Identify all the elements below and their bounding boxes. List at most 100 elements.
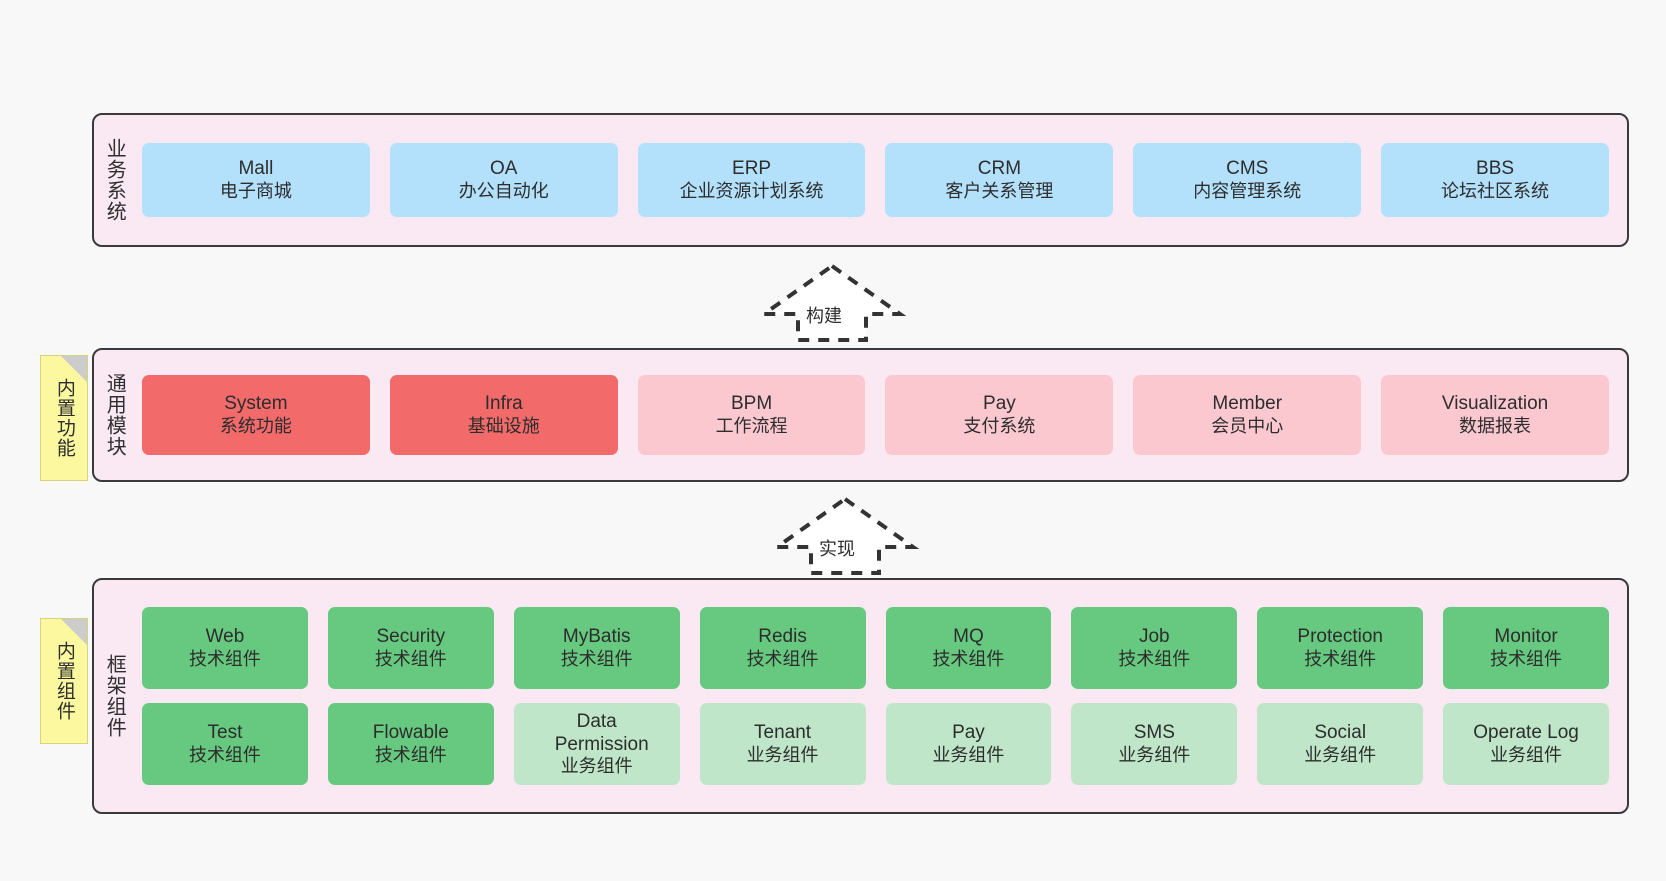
component-subtitle: 办公自动化: [458, 180, 549, 201]
component-subtitle: 系统功能: [219, 415, 292, 436]
component-name: Member: [1212, 393, 1283, 415]
component-subtitle: 技术组件: [932, 648, 1005, 669]
component-name: Operate Log: [1473, 722, 1579, 744]
component-name: Social: [1314, 722, 1367, 744]
component-subtitle: 技术组件: [746, 648, 819, 669]
component-social[interactable]: Social 业务组件: [1257, 703, 1424, 785]
component-name: Job: [1138, 626, 1170, 648]
component-subtitle: 业务组件: [1304, 744, 1377, 765]
layer-title-business-systems: 业务系统: [103, 138, 126, 222]
component-name: Data Permission: [554, 710, 649, 756]
component-name: MQ: [953, 626, 984, 648]
layer-business-systems: 业务系统 Mall 电子商城 OA 办公自动化 ERP 企业资源计划系统 CRM…: [92, 113, 1629, 247]
component-row-technical: Web 技术组件 Security 技术组件 MyBatis 技术组件 Redi…: [142, 607, 1609, 689]
module-member[interactable]: Member 会员中心: [1133, 375, 1362, 455]
component-name: OA: [490, 158, 518, 180]
component-name: Protection: [1297, 626, 1383, 648]
component-subtitle: 业务组件: [1118, 744, 1191, 765]
component-name: Redis: [758, 626, 807, 648]
component-operate-log[interactable]: Operate Log 业务组件: [1443, 703, 1609, 785]
component-subtitle: 技术组件: [374, 744, 447, 765]
component-crm[interactable]: CRM 客户关系管理: [885, 143, 1114, 217]
component-redis[interactable]: Redis 技术组件: [699, 607, 866, 689]
component-name: ERP: [732, 158, 772, 180]
component-subtitle: 业务组件: [560, 756, 633, 777]
component-subtitle: 技术组件: [1490, 648, 1563, 669]
component-sms[interactable]: SMS 业务组件: [1071, 703, 1238, 785]
component-name: Pay: [983, 393, 1016, 415]
component-protection[interactable]: Protection 技术组件: [1257, 607, 1424, 689]
module-pay[interactable]: Pay 支付系统: [885, 375, 1114, 455]
component-mybatis[interactable]: MyBatis 技术组件: [513, 607, 680, 689]
arrow-implement-label: 实现: [819, 539, 855, 559]
component-subtitle: 技术组件: [1304, 648, 1377, 669]
component-subtitle: 业务组件: [746, 744, 819, 765]
component-subtitle: 业务组件: [1490, 744, 1563, 765]
component-name: Security: [376, 626, 446, 648]
component-test[interactable]: Test 技术组件: [142, 703, 308, 785]
arrow-build-label: 构建: [806, 306, 842, 326]
component-name: System: [224, 393, 288, 415]
component-web[interactable]: Web 技术组件: [142, 607, 308, 689]
component-name: Mall: [238, 158, 274, 180]
component-erp[interactable]: ERP 企业资源计划系统: [637, 143, 866, 217]
component-name: Web: [205, 626, 245, 648]
component-subtitle: 技术组件: [560, 648, 633, 669]
component-name: Tenant: [754, 722, 812, 744]
component-flowable[interactable]: Flowable 技术组件: [327, 703, 494, 785]
component-name: Infra: [484, 393, 523, 415]
component-name: Test: [207, 722, 243, 744]
arrow-implement: 实现: [770, 495, 920, 577]
component-subtitle: 业务组件: [932, 744, 1005, 765]
module-bpm[interactable]: BPM 工作流程: [637, 375, 866, 455]
component-data-permission[interactable]: Data Permission 业务组件: [513, 703, 680, 785]
component-name: CMS: [1226, 158, 1269, 180]
module-system[interactable]: System 系统功能: [142, 375, 370, 455]
component-mq[interactable]: MQ 技术组件: [885, 607, 1052, 689]
component-tenant[interactable]: Tenant 业务组件: [699, 703, 866, 785]
component-subtitle: 工作流程: [715, 415, 788, 436]
component-subtitle: 支付系统: [963, 415, 1036, 436]
layer-common-modules: 通用模块 System 系统功能 Infra 基础设施 BPM 工作流程 Pay…: [92, 348, 1629, 482]
component-subtitle: 内容管理系统: [1193, 180, 1302, 201]
component-subtitle: 电子商城: [219, 180, 292, 201]
component-job[interactable]: Job 技术组件: [1071, 607, 1238, 689]
layer-body-business-systems: Mall 电子商城 OA 办公自动化 ERP 企业资源计划系统 CRM 客户关系…: [134, 115, 1627, 245]
component-bbs[interactable]: BBS 论坛社区系统: [1381, 143, 1609, 217]
component-monitor[interactable]: Monitor 技术组件: [1443, 607, 1609, 689]
component-subtitle: 论坛社区系统: [1441, 180, 1550, 201]
component-cms[interactable]: CMS 内容管理系统: [1133, 143, 1362, 217]
component-subtitle: 技术组件: [188, 648, 261, 669]
component-name: BBS: [1476, 158, 1515, 180]
component-name: Pay: [952, 722, 985, 744]
component-name: MyBatis: [562, 626, 631, 648]
note-builtin-components: 内置组件: [40, 618, 88, 744]
component-subtitle: 会员中心: [1211, 415, 1284, 436]
component-name: Flowable: [372, 722, 449, 744]
component-name: Visualization: [1441, 393, 1549, 415]
layer-title-common-modules: 通用模块: [103, 373, 126, 457]
component-name: CRM: [977, 158, 1022, 180]
arrow-build: 构建: [757, 262, 907, 344]
component-mall[interactable]: Mall 电子商城: [142, 143, 370, 217]
component-subtitle: 企业资源计划系统: [679, 180, 824, 201]
layer-body-framework-components: Web 技术组件 Security 技术组件 MyBatis 技术组件 Redi…: [134, 580, 1627, 812]
component-subtitle: 数据报表: [1459, 415, 1532, 436]
component-security[interactable]: Security 技术组件: [327, 607, 494, 689]
component-subtitle: 技术组件: [374, 648, 447, 669]
component-name: SMS: [1133, 722, 1175, 744]
component-subtitle: 技术组件: [188, 744, 261, 765]
note-builtin-features: 内置功能: [40, 355, 88, 481]
module-visualization[interactable]: Visualization 数据报表: [1381, 375, 1609, 455]
component-subtitle: 客户关系管理: [945, 180, 1054, 201]
component-name: BPM: [730, 393, 773, 415]
component-subtitle: 基础设施: [467, 415, 540, 436]
component-oa[interactable]: OA 办公自动化: [389, 143, 618, 217]
component-row-business: Test 技术组件 Flowable 技术组件 Data Permission …: [142, 703, 1609, 785]
layer-title-framework-components: 框架组件: [103, 654, 126, 738]
component-row: System 系统功能 Infra 基础设施 BPM 工作流程 Pay 支付系统…: [142, 375, 1609, 455]
layer-body-common-modules: System 系统功能 Infra 基础设施 BPM 工作流程 Pay 支付系统…: [134, 350, 1627, 480]
module-infra[interactable]: Infra 基础设施: [389, 375, 618, 455]
component-pay[interactable]: Pay 业务组件: [885, 703, 1052, 785]
